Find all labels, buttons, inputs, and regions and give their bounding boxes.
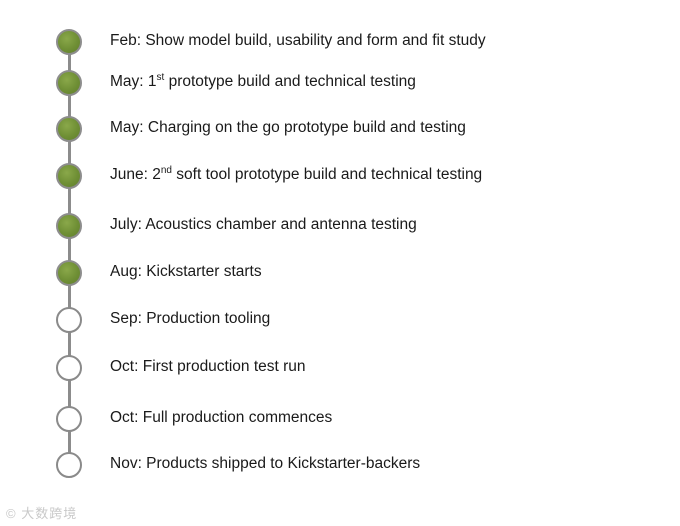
milestone-text: Oct: First production test run bbox=[110, 358, 306, 375]
milestone-pending-node bbox=[56, 452, 82, 478]
milestone-item: June: 2nd soft tool prototype build and … bbox=[0, 161, 680, 191]
milestone-label: Sep: Production tooling bbox=[110, 310, 270, 328]
milestone-label: July: Acoustics chamber and antenna test… bbox=[110, 216, 417, 234]
milestone-text-continued: soft tool prototype build and technical … bbox=[171, 166, 483, 183]
milestone-item: May: Charging on the go prototype build … bbox=[0, 114, 680, 144]
milestone-item: Sep: Production tooling bbox=[0, 305, 680, 335]
milestone-text: June: 2 bbox=[110, 166, 161, 183]
milestone-text-continued: prototype build and technical testing bbox=[164, 73, 416, 90]
milestone-item: Nov: Products shipped to Kickstarter-bac… bbox=[0, 450, 680, 480]
milestone-text: Sep: Production tooling bbox=[110, 310, 271, 327]
milestone-text: May: 1 bbox=[110, 73, 157, 90]
milestone-item: Oct: First production test run bbox=[0, 353, 680, 383]
milestone-ordinal-suffix: nd bbox=[160, 164, 172, 176]
milestone-item: Aug: Kickstarter starts bbox=[0, 258, 680, 288]
milestone-complete-node bbox=[56, 260, 82, 286]
milestone-text: Aug: Kickstarter starts bbox=[110, 263, 262, 280]
milestone-label: Feb: Show model build, usability and for… bbox=[110, 32, 486, 50]
milestone-pending-node bbox=[56, 307, 82, 333]
milestone-pending-node bbox=[56, 355, 82, 381]
milestone-text: July: Acoustics chamber and antenna test… bbox=[110, 216, 417, 233]
watermark: © 大数跨境 bbox=[6, 506, 78, 521]
milestone-complete-node bbox=[56, 70, 82, 96]
milestone-label: Oct: Full production commences bbox=[110, 409, 332, 427]
milestone-complete-node bbox=[56, 213, 82, 239]
milestone-item: July: Acoustics chamber and antenna test… bbox=[0, 211, 680, 241]
milestone-item: Feb: Show model build, usability and for… bbox=[0, 27, 680, 57]
milestone-item: Oct: Full production commences bbox=[0, 404, 680, 434]
milestone-text: Feb: Show model build, usability and for… bbox=[110, 32, 486, 49]
milestone-item: May: 1st prototype build and technical t… bbox=[0, 68, 680, 98]
milestone-text: Nov: Products shipped to Kickstarter-bac… bbox=[110, 455, 421, 472]
timeline-track bbox=[68, 40, 71, 463]
milestone-text: May: Charging on the go prototype build … bbox=[110, 119, 466, 136]
milestone-complete-node bbox=[56, 163, 82, 189]
milestone-label: May: 1st prototype build and technical t… bbox=[110, 71, 416, 91]
milestone-complete-node bbox=[56, 29, 82, 55]
milestone-pending-node bbox=[56, 406, 82, 432]
milestone-ordinal-suffix: st bbox=[156, 71, 165, 83]
milestone-label: May: Charging on the go prototype build … bbox=[110, 119, 466, 137]
milestone-label: Nov: Products shipped to Kickstarter-bac… bbox=[110, 455, 420, 473]
milestone-complete-node bbox=[56, 116, 82, 142]
milestone-label: Oct: First production test run bbox=[110, 358, 306, 376]
milestone-label: June: 2nd soft tool prototype build and … bbox=[110, 164, 483, 184]
milestone-label: Aug: Kickstarter starts bbox=[110, 263, 262, 281]
milestone-text: Oct: Full production commences bbox=[110, 409, 333, 426]
